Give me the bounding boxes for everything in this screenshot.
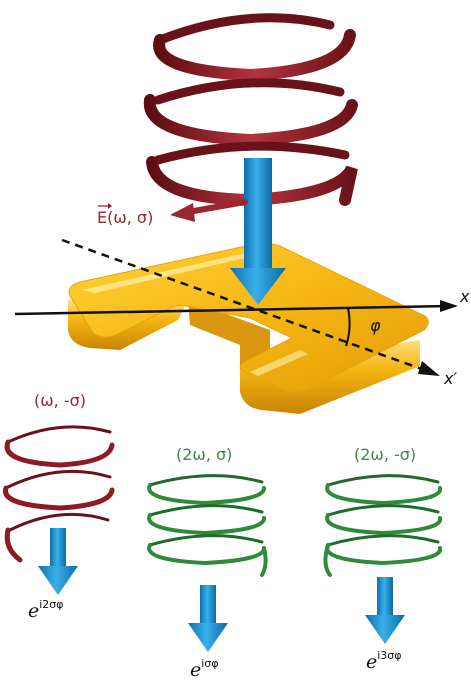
incident-arrow-head [230, 268, 286, 305]
e-field-vector-arrowhead [108, 203, 112, 209]
label-second-same: (2ω, σ) [176, 445, 232, 464]
incident-beam-arrow [230, 158, 286, 305]
incident-helix-front-2 [143, 94, 358, 147]
phase-fundamental: ei2σφ [28, 598, 64, 622]
xprime-axis-arrowhead [418, 361, 440, 376]
nanostructure-side-middle [188, 300, 270, 368]
incident-arrow-shaft [244, 158, 272, 270]
x-axis-arrowhead [440, 300, 458, 312]
e-field-arrow [170, 199, 248, 222]
phase-second-opposite: ei3σφ [366, 649, 402, 673]
incident-helix-back-1 [155, 13, 335, 45]
incident-helix-back-3 [153, 141, 350, 165]
xprime-axis-line [61, 238, 431, 374]
angle-label: φ [370, 316, 381, 335]
incident-helix-front-1 [153, 29, 356, 82]
gold-nanostructure [68, 242, 429, 414]
incident-helix-back-2 [153, 78, 345, 105]
output-arrow-fundamental [38, 528, 78, 595]
output-helix-second-same [147, 474, 268, 577]
angle-arc [345, 307, 351, 347]
nanostructure-highlight-2 [250, 350, 308, 376]
label-second-opposite: (2ω, -σ) [354, 445, 416, 464]
nanostructure-highlight [82, 252, 262, 293]
axes [14, 238, 458, 376]
output-helix-second-opposite [323, 474, 443, 577]
output-arrow-second-same [188, 585, 228, 652]
output-arrow-second-opposite [365, 577, 405, 644]
output-helix-fundamental [3, 425, 115, 563]
xprime-axis-label: x′ [443, 369, 457, 388]
x-axis-label: x [459, 287, 470, 306]
e-field-label: E(ω, σ) [97, 208, 153, 227]
phase-second-same: eiσφ [190, 657, 219, 681]
label-fundamental: (ω, -σ) [34, 391, 86, 410]
x-axis-line [14, 304, 451, 316]
